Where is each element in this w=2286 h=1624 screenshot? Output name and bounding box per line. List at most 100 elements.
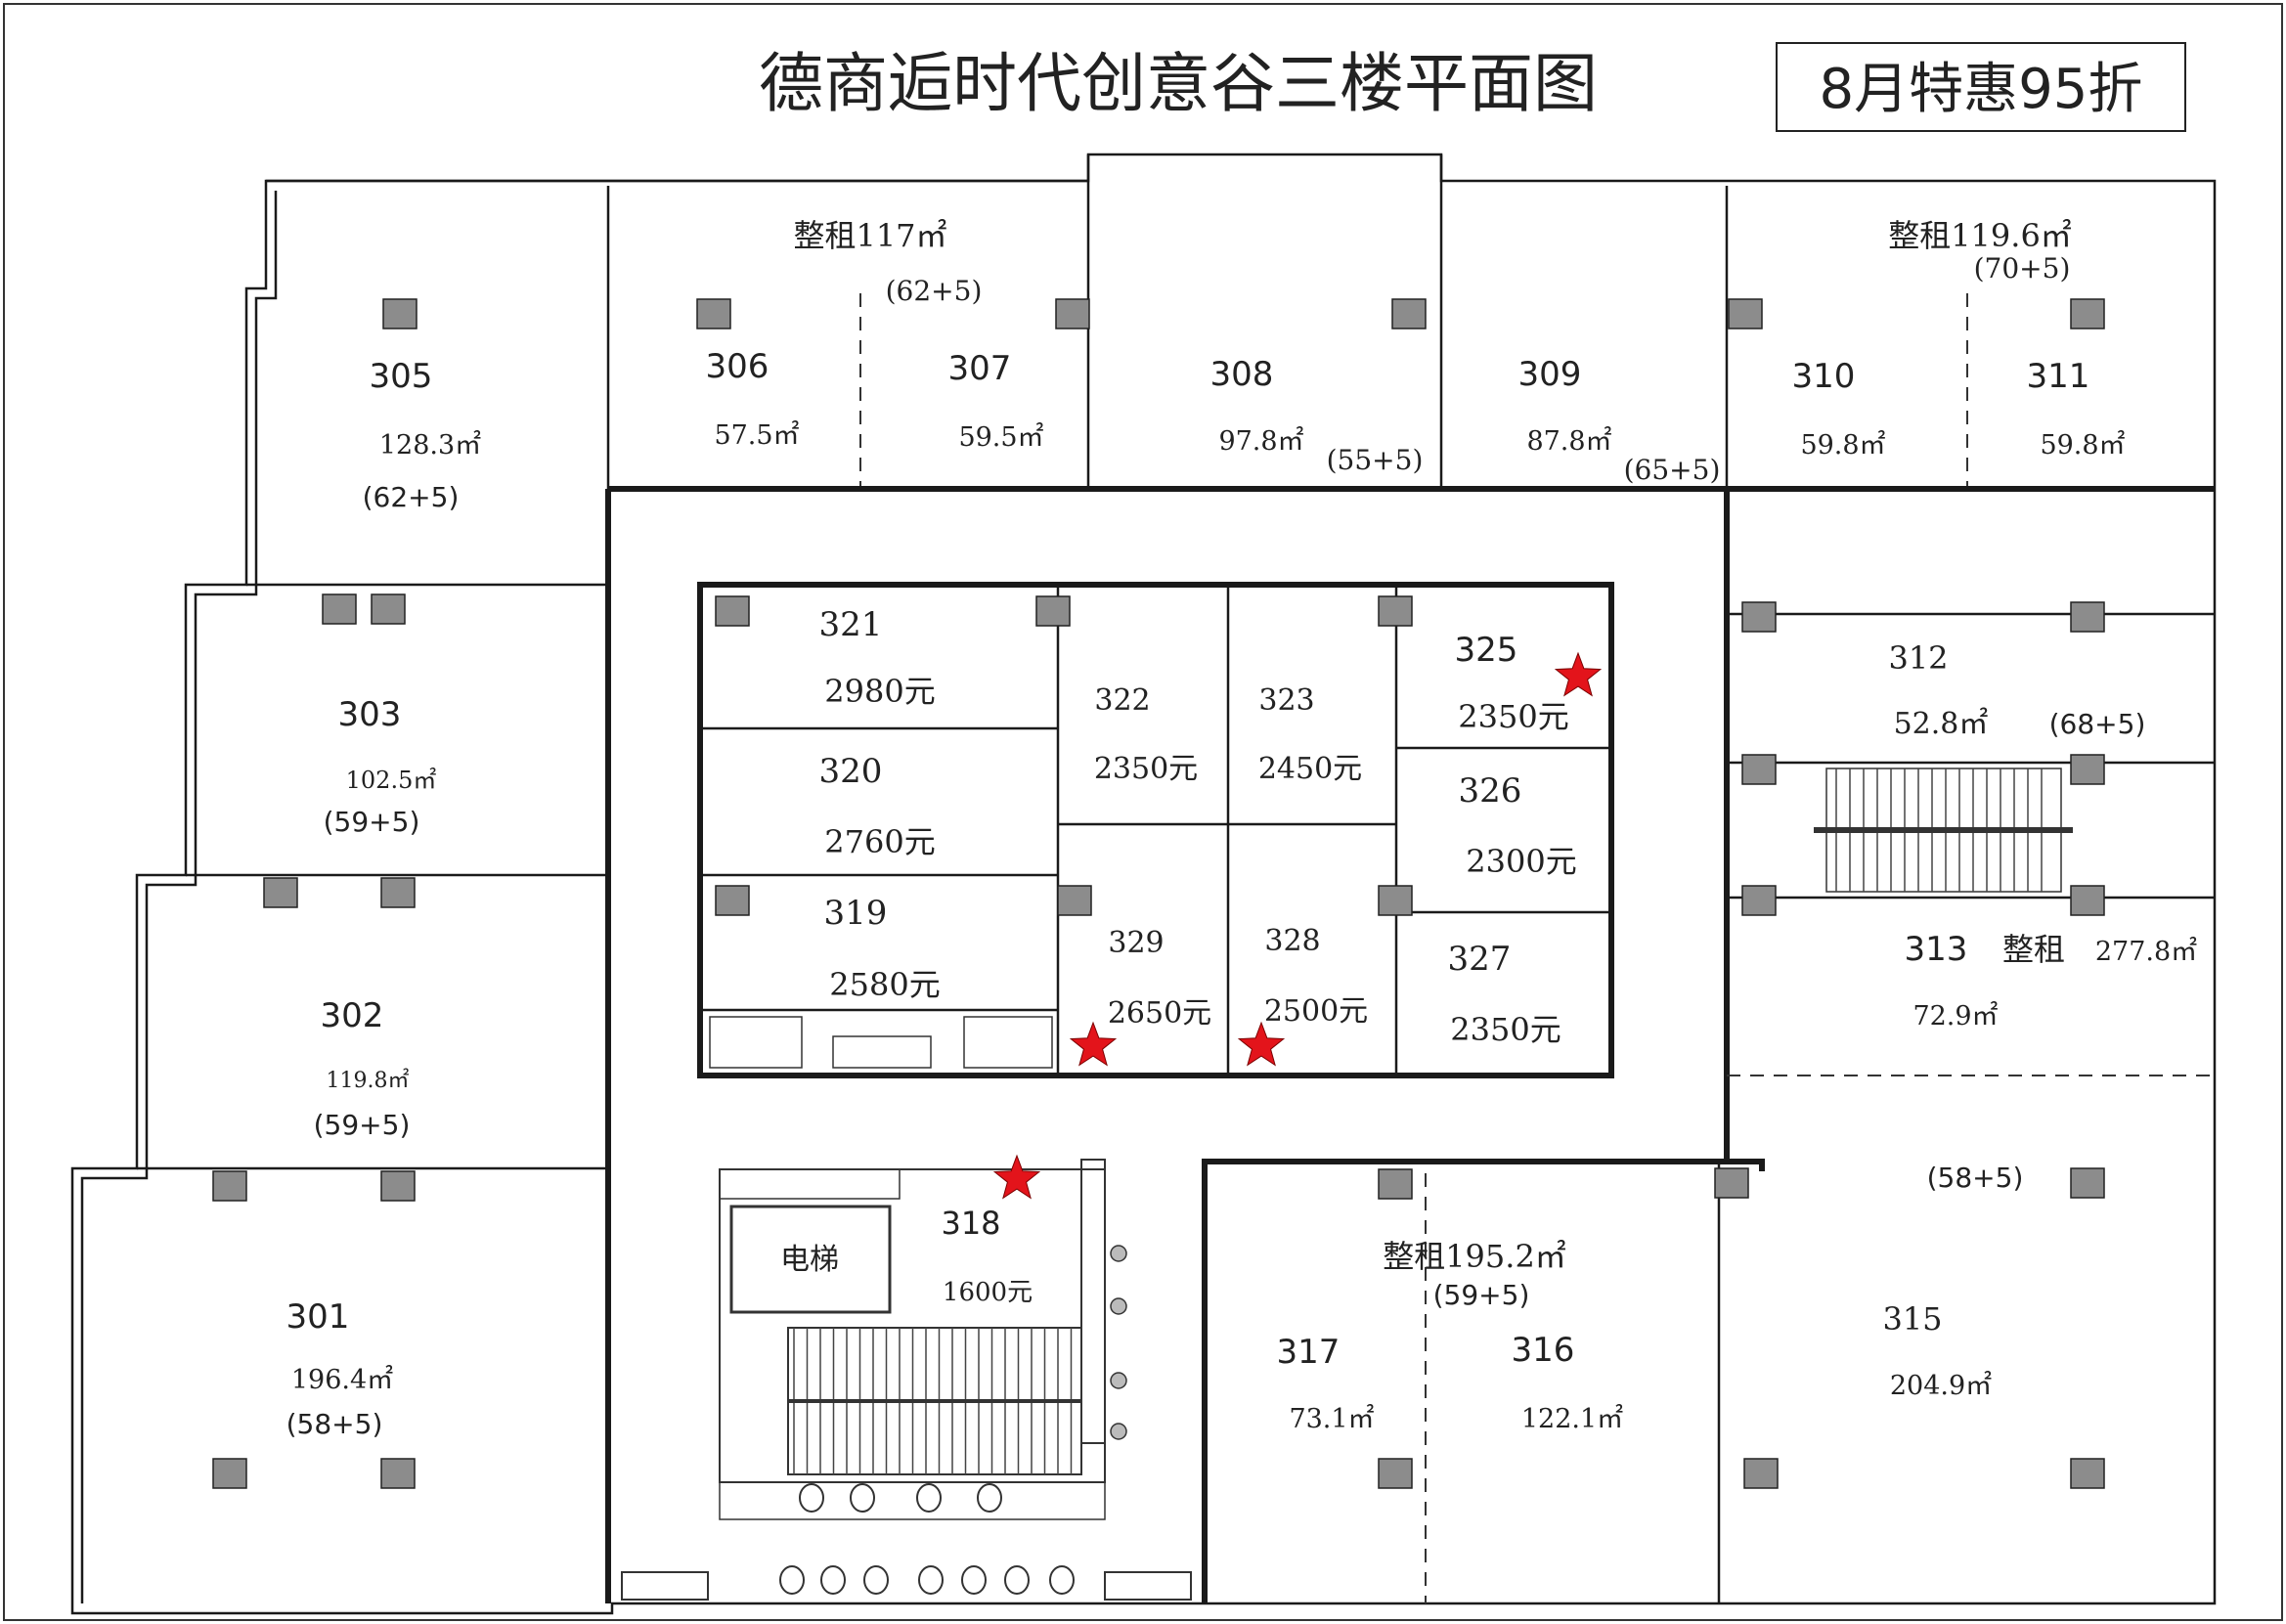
column-6 [322,593,357,625]
toilet-icon-1 [850,1483,875,1513]
room-316-area: 122.1㎡ [1521,1404,1623,1434]
whole-rent-310-sub: (70+5) [1974,252,2071,285]
room-308-id: 308 [1210,355,1274,394]
promo-text: 8月特惠95折 [1820,58,2143,121]
toilet-row [719,1481,1106,1520]
column-29 [1743,1458,1779,1489]
outer-wall-inner [80,191,278,1603]
sink-icon-1 [1110,1297,1127,1315]
red-star-icon-1 [1069,1021,1118,1067]
page-frame [3,3,2283,1621]
sink-icon-3 [1110,1423,1127,1440]
room-312-id: 312 [1888,639,1948,677]
column-25 [1714,1167,1749,1199]
room-labels: 305 128.3㎡ (62+5) 306 57.5㎡ 307 59.5㎡ 整租… [286,217,2198,1440]
column-21 [1741,754,1777,785]
column-12 [212,1458,247,1489]
whole-rent-316-sub: (59+5) [1433,1279,1530,1311]
column-19 [1741,601,1777,633]
toilet-icon-10 [1049,1565,1075,1595]
column-8 [263,877,298,908]
room-309-id: 309 [1518,355,1582,394]
column-18 [1378,885,1413,916]
toilet-icon-5 [820,1565,846,1595]
room-318-price: 1600元 [943,1278,1033,1307]
room-308-area: 97.8㎡ [1218,426,1303,457]
toilet-icon-4 [779,1565,805,1595]
room-301-area: 196.4㎡ [291,1365,393,1395]
room-315-id: 315 [1882,1300,1942,1338]
column-31 [715,885,750,916]
column-2 [1055,298,1090,329]
vent-left [621,1571,709,1601]
room-325-id: 325 [1455,631,1518,670]
column-16 [1057,885,1092,916]
room-320-id: 320 [819,752,883,791]
room-317-id: 317 [1277,1333,1341,1372]
room-312-note: (68+5) [2049,708,2146,740]
column-0 [382,298,418,329]
service-cell-3 [963,1016,1053,1069]
room-316-id: 316 [1512,1331,1575,1370]
whole-rent-313-area: 277.8㎡ [2095,937,2197,967]
room-326-id: 326 [1459,771,1522,811]
column-24 [2070,885,2105,916]
column-10 [212,1170,247,1202]
column-3 [1391,298,1427,329]
room-301-id: 301 [286,1297,350,1337]
wash-counter [1080,1159,1106,1444]
room-310-id: 310 [1792,357,1856,396]
service-cell-2 [832,1035,932,1069]
column-23 [1741,885,1777,916]
room-321-price: 2980元 [824,673,935,710]
room-303-id: 303 [338,695,402,734]
red-star-icon-2 [1237,1021,1286,1067]
room-306-id: 306 [706,347,769,386]
room-312-area: 52.8㎡ [1894,707,1989,741]
column-15 [1035,595,1071,627]
room-301-note: (58+5) [286,1408,383,1440]
room-302-id: 302 [321,996,384,1035]
room-309-note: (65+5) [1624,454,1721,486]
elevator-box [729,1205,892,1314]
room-320-price: 2760元 [824,823,935,860]
toilet-icon-8 [961,1565,987,1595]
room-308-note: (55+5) [1327,444,1424,476]
room-318-id: 318 [941,1205,1000,1242]
toilet-fixtures [779,1483,1075,1595]
column-7 [371,593,406,625]
room-326-price: 2300元 [1466,843,1576,880]
sink-icon-0 [1110,1245,1127,1262]
room-311-area: 59.8㎡ [2040,430,2125,461]
toilet-icon-9 [1004,1565,1030,1595]
column-4 [1728,298,1763,329]
room-327-id: 327 [1448,940,1512,979]
room-303-area: 102.5㎡ [346,767,437,794]
red-star-icon-3 [992,1154,1041,1200]
service-cell-1 [709,1016,803,1069]
whole-rent-306-label: 整租117㎡ [793,217,946,254]
column-22 [2070,754,2105,785]
room-319-id: 319 [824,894,888,933]
room-302-area: 119.8㎡ [327,1068,410,1093]
room-327-price: 2350元 [1450,1011,1561,1048]
highlight-stars [992,651,1603,1200]
column-11 [380,1170,416,1202]
room-322-id: 322 [1094,683,1150,718]
room-323-price: 2450元 [1258,752,1362,786]
room-315-area: 204.9㎡ [1890,1371,1992,1401]
room-322-price: 2350元 [1094,752,1198,786]
page-title: 德商逅时代创意谷三楼平面图 [759,46,1598,121]
room-323-id: 323 [1258,683,1314,718]
sinks [1110,1245,1127,1440]
column-1 [696,298,731,329]
room-309-area: 87.8㎡ [1526,426,1611,457]
room-325-price: 2350元 [1458,698,1568,735]
room-315-note: (58+5) [1927,1162,2024,1194]
toilet-icon-7 [918,1565,944,1595]
column-20 [2070,601,2105,633]
room-313-id: 313 [1905,930,1968,969]
central-block [697,582,1614,1078]
column-9 [380,877,416,908]
whole-rent-313-label: 整租 [2002,931,2065,968]
